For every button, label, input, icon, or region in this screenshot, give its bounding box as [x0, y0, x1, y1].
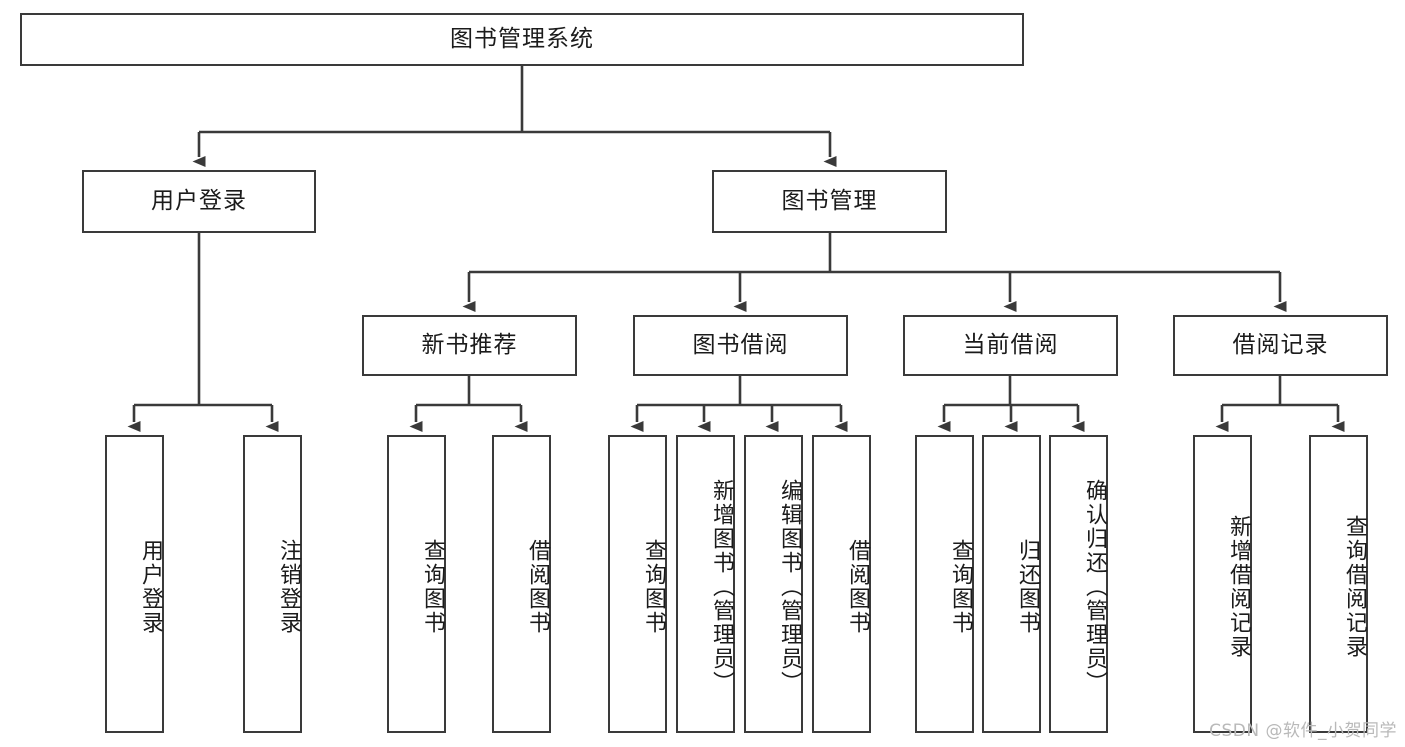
node-leaf-add-book[interactable]: 新增图书（管理员） [676, 435, 735, 733]
node-new-book-rec-label: 新书推荐 [421, 331, 518, 358]
node-new-book-rec[interactable]: 新书推荐 [362, 315, 577, 376]
node-leaf-query-book-2[interactable]: 查询图书 [608, 435, 667, 733]
node-leaf-add-record[interactable]: 新增借阅记录 [1193, 435, 1252, 733]
node-leaf-edit-book-label: 编辑图书（管理员） [777, 479, 802, 695]
node-borrow-record-label: 借阅记录 [1232, 331, 1329, 358]
node-leaf-confirm-return[interactable]: 确认归还（管理员） [1049, 435, 1108, 733]
node-leaf-return-book-label: 归还图书 [1015, 539, 1040, 635]
node-leaf-confirm-return-label: 确认归还（管理员） [1082, 479, 1107, 695]
node-leaf-query-book-2-label: 查询图书 [641, 539, 666, 635]
node-book-manage-label: 图书管理 [781, 187, 878, 214]
node-leaf-borrow-book-2-label: 借阅图书 [845, 539, 870, 635]
node-leaf-edit-book[interactable]: 编辑图书（管理员） [744, 435, 803, 733]
node-leaf-logout[interactable]: 注销登录 [243, 435, 302, 733]
node-user-login[interactable]: 用户登录 [82, 170, 316, 233]
node-root-label: 图书管理系统 [450, 25, 594, 52]
node-leaf-query-book-3[interactable]: 查询图书 [915, 435, 974, 733]
node-leaf-query-book-1[interactable]: 查询图书 [387, 435, 446, 733]
node-leaf-user-login-label: 用户登录 [138, 539, 163, 635]
node-leaf-borrow-book-1[interactable]: 借阅图书 [492, 435, 551, 733]
node-leaf-query-record[interactable]: 查询借阅记录 [1309, 435, 1368, 733]
node-leaf-borrow-book-1-label: 借阅图书 [525, 539, 550, 635]
watermark: CSDN @软件_小贺同学 [1209, 721, 1397, 741]
node-book-manage[interactable]: 图书管理 [712, 170, 947, 233]
node-leaf-borrow-book-2[interactable]: 借阅图书 [812, 435, 871, 733]
node-leaf-user-login[interactable]: 用户登录 [105, 435, 164, 733]
node-current-borrow[interactable]: 当前借阅 [903, 315, 1118, 376]
node-user-login-label: 用户登录 [151, 187, 247, 214]
node-leaf-logout-label: 注销登录 [276, 539, 301, 635]
node-root[interactable]: 图书管理系统 [20, 13, 1024, 66]
node-book-borrow-label: 图书借阅 [692, 331, 789, 358]
node-leaf-add-record-label: 新增借阅记录 [1226, 515, 1251, 659]
node-leaf-query-record-label: 查询借阅记录 [1342, 515, 1367, 659]
node-leaf-return-book[interactable]: 归还图书 [982, 435, 1041, 733]
node-leaf-query-book-1-label: 查询图书 [420, 539, 445, 635]
node-leaf-add-book-label: 新增图书（管理员） [709, 479, 734, 695]
node-leaf-query-book-3-label: 查询图书 [948, 539, 973, 635]
node-borrow-record[interactable]: 借阅记录 [1173, 315, 1388, 376]
node-current-borrow-label: 当前借阅 [962, 331, 1059, 358]
node-book-borrow[interactable]: 图书借阅 [633, 315, 848, 376]
